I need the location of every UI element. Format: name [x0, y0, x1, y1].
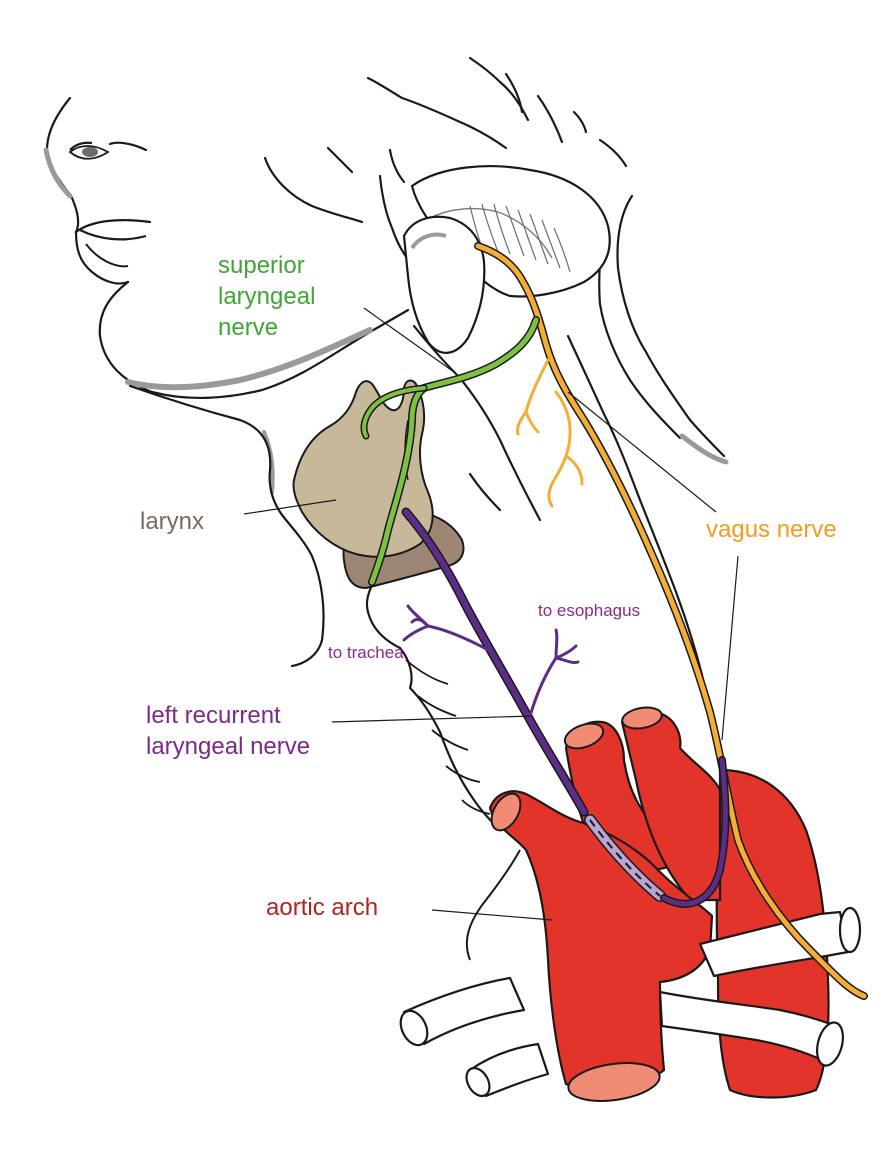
- label-aortic-arch: aortic arch: [266, 894, 379, 921]
- label-superior-laryngeal-nerve: superior laryngeal nerve: [218, 250, 315, 343]
- label-line: superior: [218, 252, 305, 279]
- label-to-trachea: to trachea: [328, 643, 404, 662]
- label-line: nerve: [218, 314, 279, 341]
- trachea: [405, 659, 491, 815]
- leader-lines: [243, 307, 739, 921]
- label-vagus-nerve: vagus nerve: [706, 516, 837, 543]
- label-to-esophagus: to esophagus: [538, 601, 641, 620]
- label-line: left recurrent: [146, 702, 281, 729]
- label-line: laryngeal: [218, 283, 316, 310]
- neck-outline: [128, 324, 712, 832]
- esophagus: [465, 849, 521, 961]
- shading: [43, 147, 729, 494]
- left-recurrent-nerve-path: [401, 507, 730, 908]
- lower-lip: [85, 243, 129, 268]
- label-larynx: larynx: [140, 508, 205, 535]
- label-line: laryngeal nerve: [146, 733, 311, 760]
- superior-laryngeal-nerve-path: [360, 316, 540, 586]
- vagus-nerve-path: [474, 242, 868, 1000]
- vertebra: [402, 165, 611, 354]
- bronchi: [399, 906, 862, 1098]
- head-outline: [45, 56, 726, 458]
- mouth: [79, 229, 147, 241]
- eye: [68, 141, 110, 160]
- label-left-recurrent-laryngeal-nerve: left recurrent laryngeal nerve: [146, 700, 310, 762]
